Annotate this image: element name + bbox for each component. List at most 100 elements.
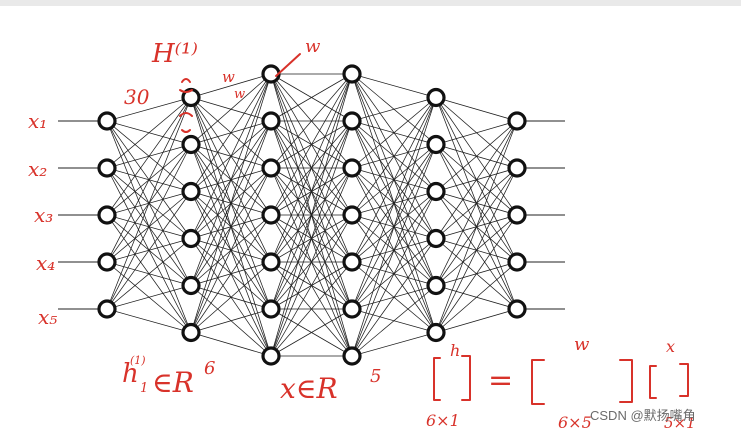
width-label: 30 <box>124 85 150 109</box>
node-layer1-2 <box>97 158 117 178</box>
matrix-x-label: x <box>666 337 675 356</box>
edge-l4-4-0 <box>435 120 518 286</box>
node-layer3-6 <box>261 299 281 319</box>
node-layer2-2 <box>181 134 201 155</box>
h-superscript: (1) <box>130 354 146 367</box>
edge-l1-2-0 <box>190 73 272 192</box>
node-layer4-5 <box>342 252 362 272</box>
node-layer3-4 <box>261 205 281 225</box>
x-in-R5: x∈R 5 <box>280 366 381 405</box>
node-layer1-1 <box>97 111 117 131</box>
edge-l3-6-1 <box>351 144 437 357</box>
watermark: CSDN @默扬嘴角 <box>590 408 696 423</box>
connections <box>106 73 518 357</box>
dim-6x1: 6×1 <box>426 411 460 430</box>
node-layer6-5 <box>507 299 527 319</box>
node-layer5-5 <box>426 275 446 296</box>
x-R-exponent: 5 <box>370 366 381 387</box>
node-layer6-3 <box>507 205 527 225</box>
R-exponent: 6 <box>204 358 215 379</box>
edge-l4-5-3 <box>435 261 518 333</box>
edge-l1-5-4 <box>190 261 272 333</box>
weight-label-left-2: w <box>234 87 245 102</box>
node-scribble-2 <box>179 112 193 133</box>
edge-l2-6-2 <box>270 167 353 357</box>
matrix-h-label: h <box>450 341 460 360</box>
bracket-h-left <box>433 357 441 401</box>
edge-l1-5-6 <box>190 332 272 357</box>
node-layer4-6 <box>342 299 362 319</box>
in-R-symbol: ∈R <box>152 366 194 399</box>
edge-l0-4-4 <box>106 285 192 310</box>
edge-l4-0-0 <box>435 97 518 122</box>
node-layer4-3 <box>342 158 362 178</box>
node-layer5-1 <box>426 87 446 108</box>
node-layer3-5 <box>261 252 281 272</box>
node-layer6-4 <box>507 252 527 272</box>
bracket-h-right <box>461 355 471 401</box>
hidden-layer-label: H⁽¹⁾ <box>151 39 198 69</box>
edge-l4-3-0 <box>435 120 518 239</box>
node-layer1-4 <box>97 252 117 272</box>
input-label-x4: x₄ <box>36 251 55 275</box>
edge-l2-6-1 <box>270 120 353 357</box>
edge-l2-4-0 <box>270 73 353 263</box>
node-layer1-5 <box>97 299 117 319</box>
input-labels: x₁ x₂ x₃ x₄ x₅ <box>28 109 57 329</box>
node-layer5-2 <box>426 134 446 155</box>
edge-l4-5-0 <box>435 120 518 333</box>
matrix-equals: = <box>488 363 513 398</box>
node-layer6-2 <box>507 158 527 178</box>
node-layer5-3 <box>426 181 446 202</box>
edge-l0-2-0 <box>106 97 192 216</box>
node-layer2-4 <box>181 228 201 249</box>
weight-label-top: w <box>305 36 321 57</box>
node-layer4-1 <box>342 64 362 84</box>
edge-l0-1-0 <box>106 97 192 169</box>
h-in-R6: h (1) 1 ∈R 6 <box>122 354 215 399</box>
edge-l0-3-0 <box>106 97 192 263</box>
dim-5x1: 5×1 <box>664 414 696 432</box>
input-label-x5: x₅ <box>38 305 57 329</box>
node-layer3-2 <box>261 111 281 131</box>
edge-l4-5-4 <box>435 308 518 333</box>
node-layer3-7 <box>261 346 281 366</box>
edge-l3-6-2 <box>351 191 437 357</box>
edge-l3-5-0 <box>351 97 437 310</box>
edge-l1-5-1 <box>190 120 272 333</box>
edge-l3-6-3 <box>351 238 437 357</box>
edge-l0-0-0 <box>106 97 192 122</box>
node-layer3-1 <box>261 64 281 84</box>
annotations: H⁽¹⁾ 30 w w w h (1) 1 ∈R 6 x∈R 5 h <box>122 36 696 432</box>
edge-l1-5-5 <box>190 308 272 333</box>
edge-l1-3-0 <box>190 73 272 239</box>
edge-l4-5-2 <box>435 214 518 333</box>
node-layer4-4 <box>342 205 362 225</box>
node-layer3-3 <box>261 158 281 178</box>
weight-label-left: w <box>222 68 235 86</box>
weight-pointer <box>275 53 301 77</box>
edge-l2-3-0 <box>270 73 353 216</box>
edge-l3-6-4 <box>351 285 437 357</box>
edge-l0-4-0 <box>106 97 192 310</box>
nodes <box>97 64 527 366</box>
top-border <box>0 0 741 6</box>
edge-l2-6-3 <box>270 214 353 357</box>
node-layer4-7 <box>342 346 362 366</box>
edge-l1-1-0 <box>190 73 272 145</box>
node-layer2-6 <box>181 322 201 343</box>
input-label-x3: x₃ <box>34 203 53 227</box>
bracket-x-right <box>679 363 689 397</box>
node-layer4-2 <box>342 111 362 131</box>
node-layer2-3 <box>181 181 201 202</box>
bracket-x-left <box>649 365 657 399</box>
x-in-R-symbol: x∈R <box>280 372 338 405</box>
edge-l1-4-0 <box>190 73 272 286</box>
edge-l3-4-0 <box>351 97 437 263</box>
h-subscript: 1 <box>140 381 148 396</box>
matrix-equation: h 6×1 = w 6×5 x 5×1 <box>426 334 696 432</box>
edge-l0-4-5 <box>106 308 192 333</box>
edge-l1-5-0 <box>190 73 272 333</box>
